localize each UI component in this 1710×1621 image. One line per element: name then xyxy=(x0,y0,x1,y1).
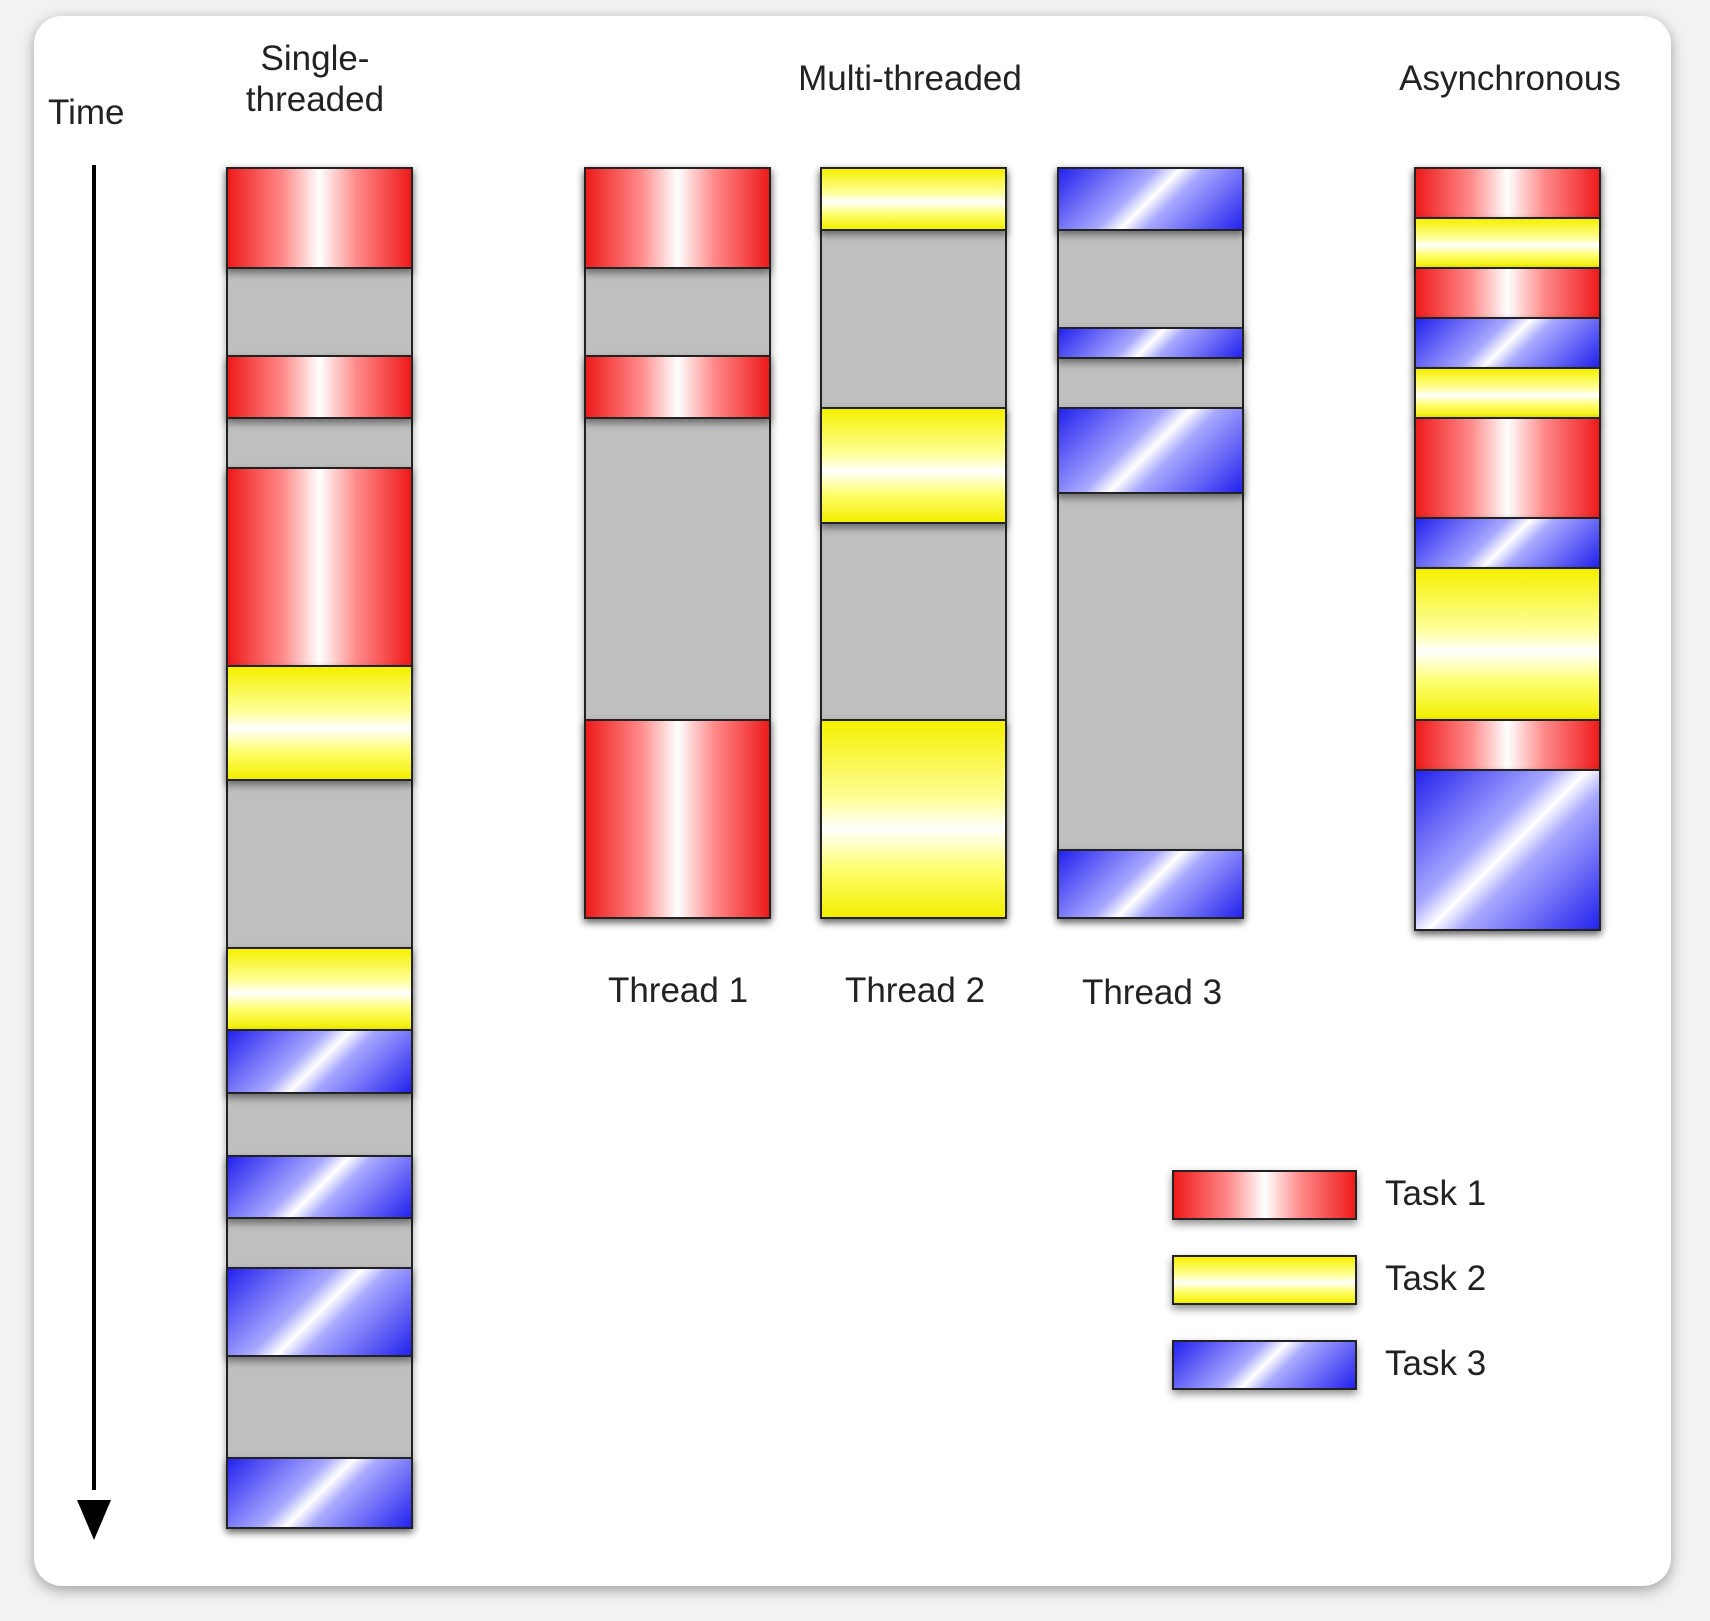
thread-1-task-1-segment xyxy=(584,719,771,919)
thread-1-task-1-segment xyxy=(584,167,771,269)
legend-swatch-task-2 xyxy=(1172,1255,1357,1305)
asynchronous-task-3-segment xyxy=(1414,517,1601,569)
single-threaded-task-2-segment xyxy=(226,665,413,781)
time-arrow-icon xyxy=(77,1500,111,1540)
thread-2-task-2-segment xyxy=(820,719,1007,919)
thread-2-task-2-segment xyxy=(820,407,1007,524)
single-threaded-task-3-segment xyxy=(226,1267,413,1357)
column-thread-2 xyxy=(820,167,1007,919)
thread-2-task-2-segment xyxy=(820,167,1007,231)
thread-3-label: Thread 3 xyxy=(1081,973,1223,1012)
asynchronous-title: Asynchronous xyxy=(1399,59,1621,98)
thread-3-task-3-segment xyxy=(1057,327,1244,359)
legend-swatch-task-1 xyxy=(1172,1170,1357,1220)
asynchronous-task-1-segment xyxy=(1414,167,1601,219)
legend-label-task-1: Task 1 xyxy=(1385,1174,1487,1213)
legend-label-task-3: Task 3 xyxy=(1385,1344,1487,1383)
single-threaded-task-1-segment xyxy=(226,355,413,419)
single-threaded-task-3-segment xyxy=(226,1457,413,1529)
single-threaded-title-line2: threaded xyxy=(245,80,385,119)
asynchronous-task-2-segment xyxy=(1414,367,1601,419)
thread-3-task-3-segment xyxy=(1057,849,1244,919)
single-threaded-task-1-segment xyxy=(226,167,413,269)
multi-threaded-title: Multi-threaded xyxy=(798,59,1022,98)
column-thread-3 xyxy=(1057,167,1244,919)
asynchronous-task-1-segment xyxy=(1414,267,1601,319)
legend-label-task-2: Task 2 xyxy=(1385,1259,1487,1298)
single-threaded-title-line1: Single- xyxy=(260,39,370,78)
single-threaded-task-1-segment xyxy=(226,467,413,667)
asynchronous-task-3-segment xyxy=(1414,317,1601,369)
asynchronous-task-3-segment xyxy=(1414,769,1601,931)
column-asynchronous xyxy=(1414,167,1601,931)
single-threaded-task-3-segment xyxy=(226,1029,413,1094)
thread-3-task-3-segment xyxy=(1057,407,1244,494)
column-thread-1 xyxy=(584,167,771,919)
time-axis-line xyxy=(92,165,96,1490)
legend-swatch-task-3 xyxy=(1172,1340,1357,1390)
thread-1-task-1-segment xyxy=(584,355,771,419)
asynchronous-task-1-segment xyxy=(1414,417,1601,519)
single-threaded-title: Single- threaded xyxy=(200,38,430,120)
column-single-threaded xyxy=(226,167,413,1529)
asynchronous-task-1-segment xyxy=(1414,719,1601,771)
single-threaded-task-3-segment xyxy=(226,1155,413,1219)
thread-3-task-3-segment xyxy=(1057,167,1244,231)
single-threaded-task-2-segment xyxy=(226,947,413,1031)
asynchronous-task-2-segment xyxy=(1414,217,1601,269)
thread-1-label: Thread 1 xyxy=(607,971,749,1010)
thread-2-label: Thread 2 xyxy=(844,971,986,1010)
asynchronous-task-2-segment xyxy=(1414,567,1601,721)
time-label: Time xyxy=(48,93,125,132)
